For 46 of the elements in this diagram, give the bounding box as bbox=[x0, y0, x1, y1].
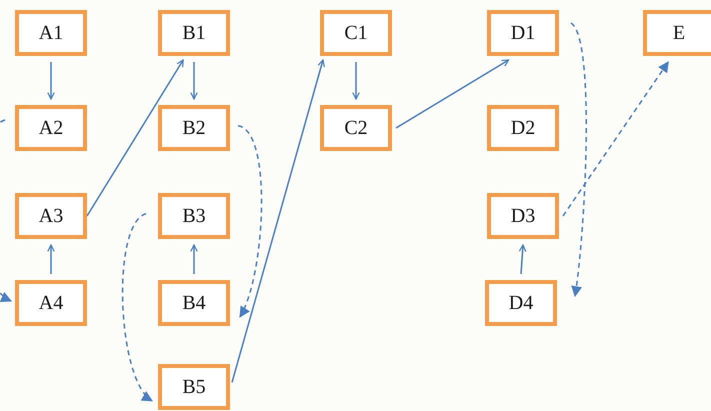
box-label: B4 bbox=[182, 292, 206, 314]
arrow bbox=[190, 62, 198, 100]
box-label: B5 bbox=[182, 376, 206, 398]
arrow bbox=[352, 62, 360, 100]
process-box bbox=[15, 193, 87, 239]
arrow bbox=[231, 59, 325, 383]
arrow bbox=[396, 59, 510, 129]
arrow bbox=[47, 62, 55, 100]
process-box bbox=[158, 280, 230, 326]
process-box bbox=[485, 280, 557, 326]
arrow bbox=[562, 61, 669, 216]
arrow bbox=[0, 119, 12, 302]
box-label: A2 bbox=[38, 116, 64, 140]
box-label: A1 bbox=[38, 22, 64, 44]
arrow bbox=[47, 244, 55, 274]
arrow bbox=[238, 125, 262, 318]
arrow bbox=[122, 213, 153, 402]
arrow bbox=[518, 244, 526, 274]
box-label: D3 bbox=[510, 204, 536, 228]
box-label: C2 bbox=[344, 116, 368, 140]
box-label: D1 bbox=[510, 22, 536, 44]
box-label: D2 bbox=[510, 116, 536, 140]
process-box bbox=[15, 10, 87, 56]
process-box bbox=[15, 105, 87, 151]
box-label: A3 bbox=[38, 204, 64, 228]
process-box bbox=[158, 10, 230, 56]
process-box bbox=[487, 193, 559, 239]
process-box bbox=[15, 280, 87, 326]
box-label: D4 bbox=[508, 292, 534, 314]
process-box bbox=[320, 10, 392, 56]
box-label: B1 bbox=[182, 22, 206, 44]
box-label: A4 bbox=[38, 292, 64, 314]
box-label: E bbox=[672, 22, 686, 44]
process-box bbox=[158, 105, 230, 151]
process-box bbox=[158, 364, 230, 410]
process-box bbox=[487, 105, 559, 151]
box-label: B3 bbox=[182, 204, 206, 228]
process-box bbox=[158, 193, 230, 239]
process-box bbox=[643, 10, 711, 56]
arrow bbox=[190, 244, 198, 274]
arrow bbox=[86, 59, 184, 216]
process-box bbox=[320, 105, 392, 151]
box-label: B2 bbox=[182, 116, 206, 140]
process-box bbox=[487, 10, 559, 56]
box-label: C1 bbox=[344, 22, 368, 44]
arrow bbox=[570, 22, 587, 298]
